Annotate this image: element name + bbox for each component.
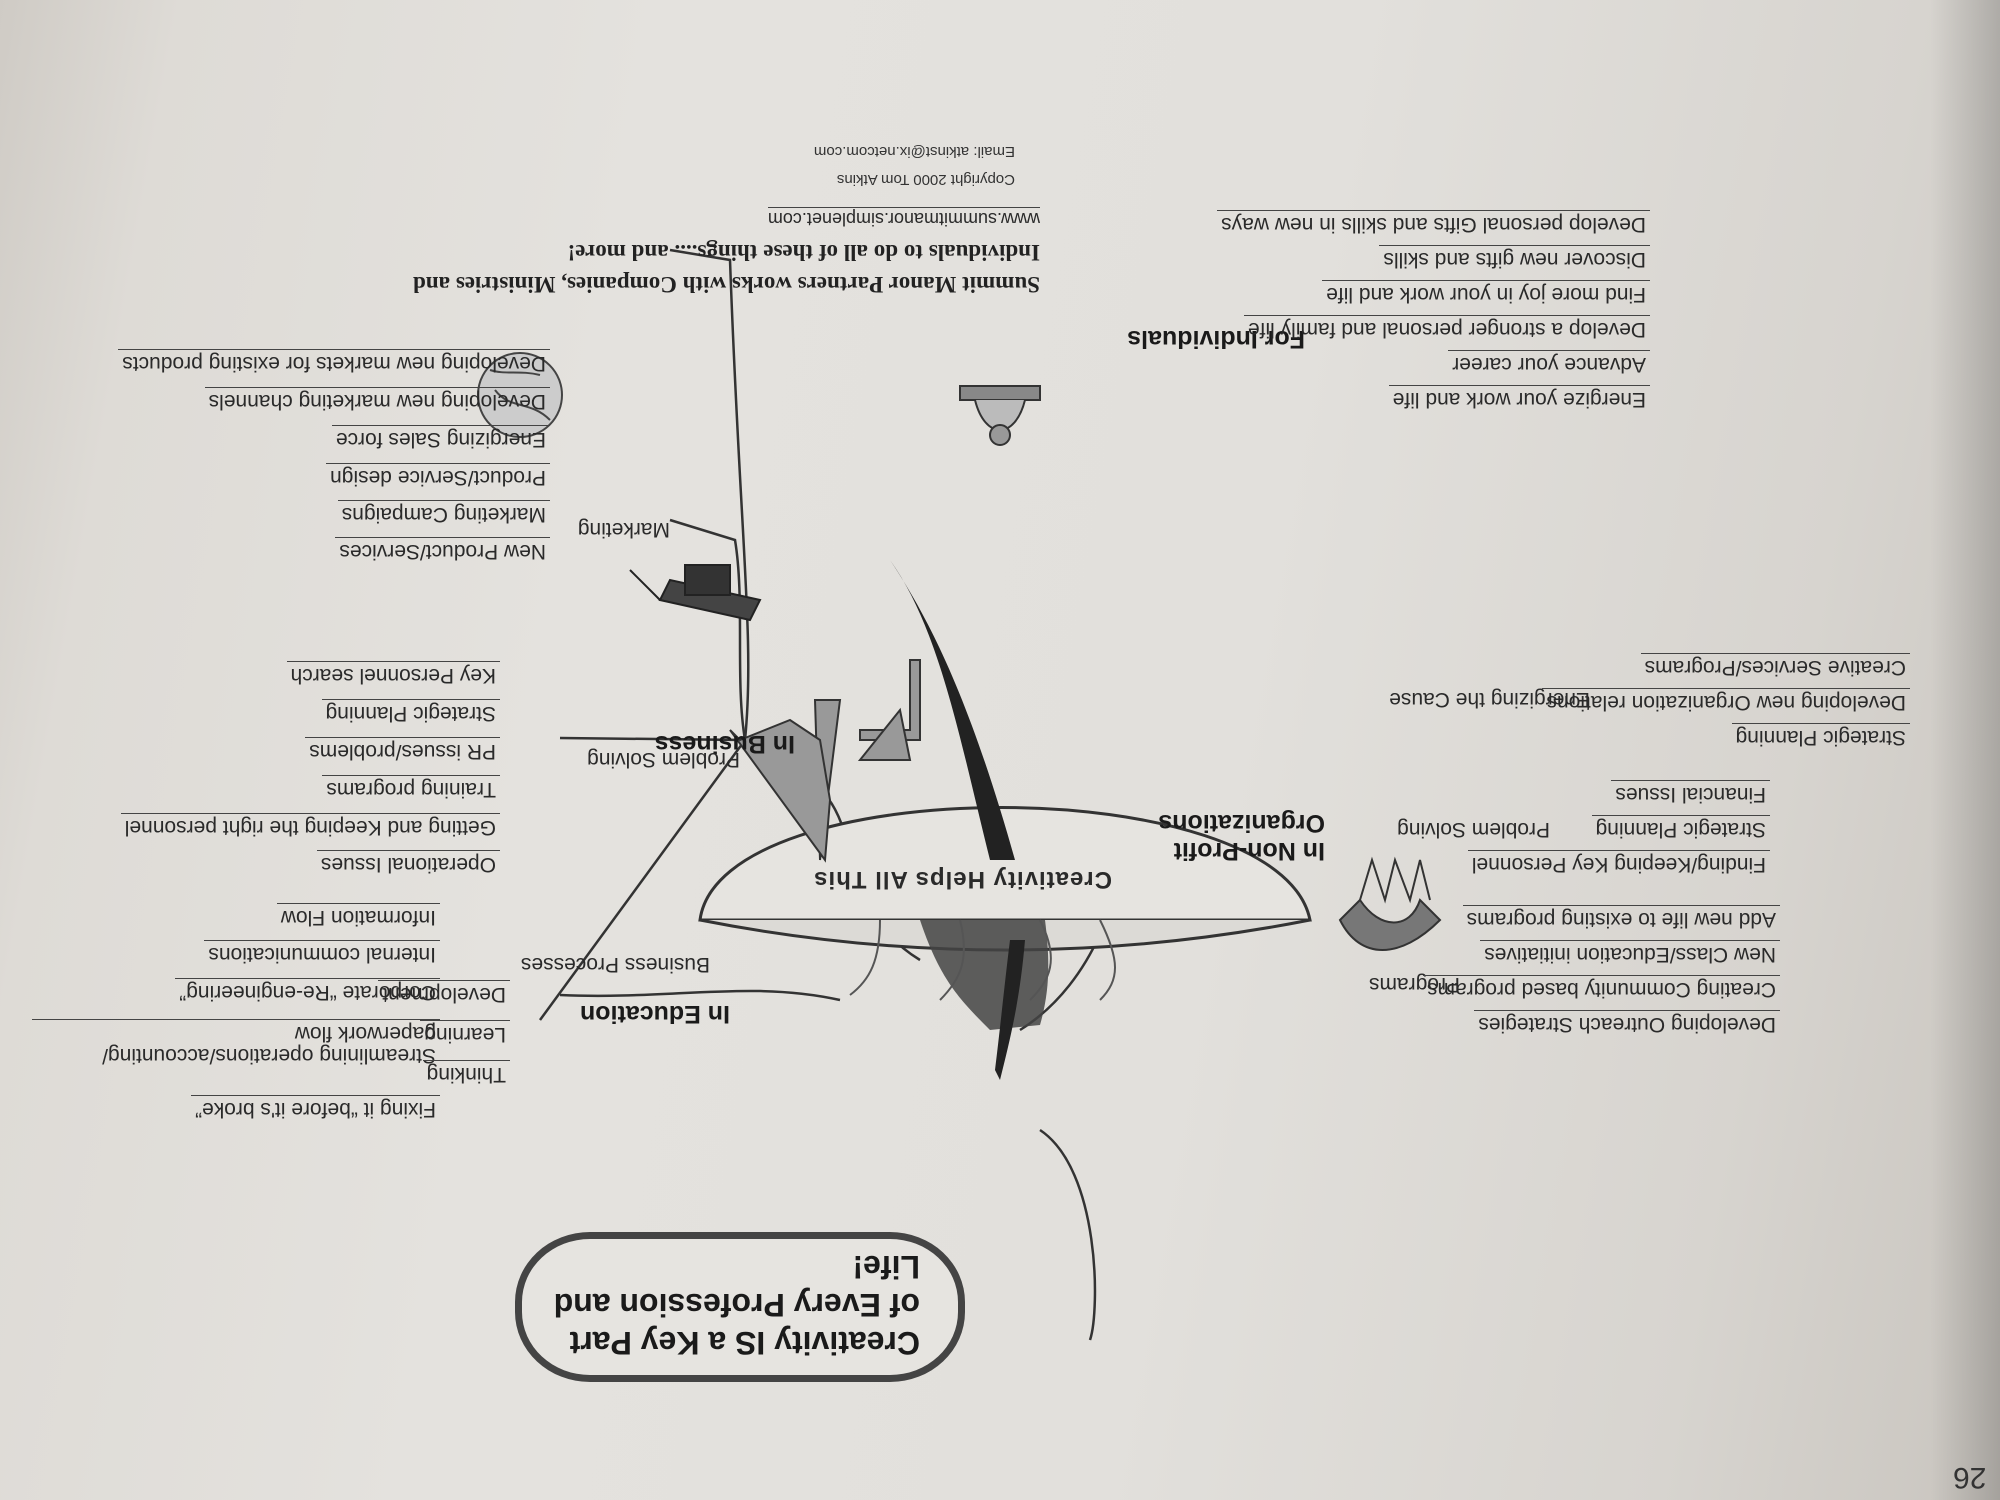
line-marketing bbox=[669, 518, 747, 741]
nonprofit-problem-item: Finding/Keeping Key Personnel bbox=[1467, 850, 1770, 876]
processes-item: Fixing it “before it's broke” bbox=[191, 1095, 440, 1121]
individuals-item: Develop personal Gifts and skills in new… bbox=[1217, 210, 1650, 236]
processes-item: Internal communications bbox=[204, 940, 440, 966]
programs-item: New Class/Education initiatives bbox=[1480, 940, 1780, 966]
footer-copyright: Copyright 2000 Tom Atkins bbox=[836, 171, 1015, 188]
individuals-item: Advance your career bbox=[1448, 350, 1650, 376]
center-label: Creativity Helps All This bbox=[813, 866, 1112, 893]
marketing-item: Marketing Campaigns bbox=[337, 500, 550, 526]
energizing-item: Strategic Planning bbox=[1731, 723, 1910, 749]
globe-icon bbox=[477, 352, 563, 438]
line-individuals bbox=[1039, 1128, 1097, 1341]
programs-item: Add new life to existing programs bbox=[1462, 905, 1780, 931]
business-problem-item: Training programs bbox=[322, 775, 500, 801]
business-problem-item: Getting and Keeping the right personnel bbox=[120, 813, 500, 839]
graduation-cap-icon bbox=[629, 564, 762, 622]
branch-education: In Education bbox=[580, 1000, 730, 1028]
individuals-item: Develop a stronger personal and family l… bbox=[1243, 315, 1650, 341]
line-business-processes bbox=[669, 248, 750, 741]
pedestal-icon bbox=[959, 385, 1041, 446]
business-processes-label: Business Processes bbox=[520, 953, 710, 976]
branch-nonprofit: In Non-Profit Organizations bbox=[1158, 809, 1325, 865]
education-item: Learning bbox=[420, 1020, 510, 1046]
business-problem-item: PR issues/problems bbox=[305, 737, 500, 763]
business-problem-item: Strategic Planning bbox=[321, 699, 500, 725]
business-problem-solving-label: Problem Solving bbox=[587, 748, 740, 771]
marketing-item: Energizing Sales force bbox=[331, 425, 550, 451]
page-title: Creativity IS a Key Part of Every Profes… bbox=[553, 1249, 920, 1361]
line-problem-solving bbox=[559, 736, 746, 742]
footer-url: www.summitmanor.simplenet.com bbox=[767, 207, 1040, 230]
business-marketing-label: Marketing bbox=[577, 518, 670, 541]
business-problem-item: Operational Issues bbox=[316, 850, 500, 876]
hands-icon bbox=[1338, 856, 1442, 951]
nonprofit-problem-item: Strategic Planning bbox=[1591, 815, 1770, 841]
marketing-item: Developing new markets for existing prod… bbox=[118, 349, 550, 375]
energizing-item: Developing new Organization relations bbox=[1542, 688, 1910, 714]
processes-item: Streamlining operations/accounting/ pape… bbox=[32, 1019, 440, 1067]
footer-email: Email: atkinst@ix.netcom.com bbox=[813, 143, 1015, 160]
nonprofit-problem-solving-label: Problem Solving bbox=[1397, 818, 1550, 841]
individuals-item: Energize your work and life bbox=[1388, 385, 1650, 411]
line-education bbox=[559, 989, 841, 1002]
page-number: 26 bbox=[1952, 1461, 1986, 1494]
business-problem-item: Key Personnel search bbox=[286, 661, 500, 687]
education-item: Thinking bbox=[422, 1060, 510, 1086]
nonprofit-problem-item: Financial Issues bbox=[1611, 780, 1770, 806]
center-bowl bbox=[698, 560, 1312, 1080]
education-item: Development bbox=[378, 980, 510, 1006]
growth-arrows-icon bbox=[729, 659, 921, 863]
individuals-item: Discover new gifts and skills bbox=[1379, 245, 1650, 271]
marketing-item: Product/Service design bbox=[326, 463, 550, 489]
marketing-item: Developing new marketing channels bbox=[204, 387, 550, 413]
book-spine-shadow bbox=[1930, 0, 2000, 1500]
programs-item: Creating Community based programs bbox=[1423, 975, 1780, 1001]
footer-tagline: Summit Manor Partners works with Compani… bbox=[413, 240, 1040, 297]
processes-item: Information Flow bbox=[276, 903, 440, 929]
individuals-item: Find more joy in your work and life bbox=[1322, 280, 1650, 306]
marketing-item: New Product/Services bbox=[335, 537, 550, 563]
programs-item: Developing Outreach Strategies bbox=[1474, 1010, 1780, 1036]
energizing-item: Creative Services/Programs bbox=[1640, 653, 1910, 679]
